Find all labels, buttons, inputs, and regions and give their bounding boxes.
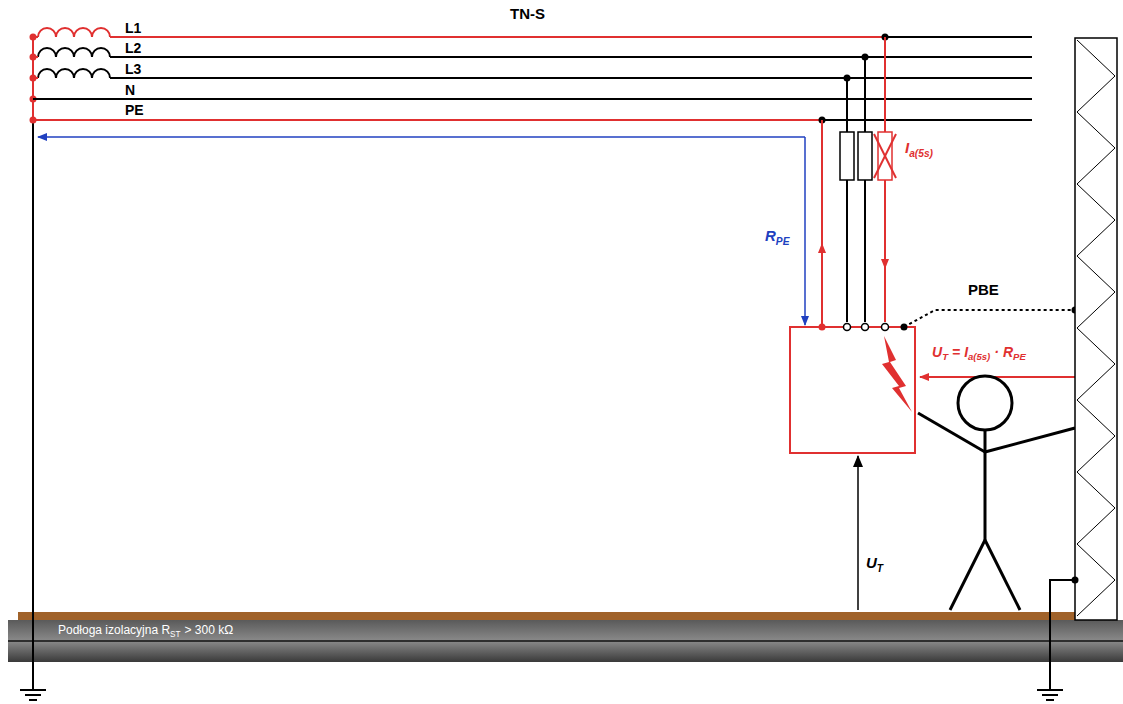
voltage-label: UT — [866, 555, 883, 574]
person-figure — [918, 376, 1075, 610]
current-label: Ia(5s) — [905, 140, 933, 159]
fuse — [858, 132, 872, 180]
label-text: PE — [125, 102, 144, 118]
subscript-text: PE — [776, 236, 790, 247]
coil — [38, 69, 110, 78]
subscript-text: a(5s) — [909, 148, 933, 159]
earth-symbol — [20, 690, 1063, 700]
label-text: U — [932, 344, 942, 360]
resistance-label: RPE — [765, 228, 789, 247]
label-text: Podłoga izolacyjna R — [58, 623, 170, 637]
conductor-name: N — [125, 83, 135, 97]
conductor-name: PE — [125, 103, 144, 117]
label-text: I — [905, 139, 909, 156]
device-housing — [790, 327, 915, 453]
label-text: R — [765, 227, 776, 244]
fault-lightning — [882, 336, 912, 412]
label-text: TN-S — [510, 5, 545, 22]
label-text: · — [994, 344, 999, 360]
coil — [38, 48, 110, 57]
label-text: R — [1003, 344, 1013, 360]
insulating-floor — [18, 612, 1075, 620]
label-text: = — [952, 344, 960, 360]
subscript-text: PE — [1013, 351, 1026, 362]
fuse — [840, 132, 854, 180]
conductor-name: L3 — [125, 62, 141, 76]
label-text: U — [866, 554, 877, 571]
subscript-text: ST — [170, 630, 180, 639]
bond-label: PBE — [968, 282, 999, 297]
touch-voltage-formula: UT =Ia(5s) ·RPE — [932, 345, 1026, 362]
subscript-text: T — [877, 563, 883, 574]
subscript-text: a(5s) — [968, 351, 990, 362]
conductor-name: L2 — [125, 41, 141, 55]
label-text: L3 — [125, 61, 141, 77]
label-text: I — [964, 344, 968, 360]
wall — [1075, 38, 1117, 620]
floor-note: Podłoga izolacyjna RST > 300 kΩ — [58, 624, 233, 639]
conductor-name: L1 — [125, 21, 141, 35]
pbe-bond — [904, 310, 1075, 327]
subscript-text: T — [942, 351, 948, 362]
label-text: PBE — [968, 281, 999, 298]
coil — [38, 28, 110, 37]
label-text: N — [125, 82, 135, 98]
label-text: L1 — [125, 20, 141, 36]
floor-band — [8, 620, 1123, 662]
label-text: > 300 kΩ — [185, 623, 234, 637]
network-type: TN-S — [510, 6, 545, 21]
label-text: L2 — [125, 40, 141, 56]
